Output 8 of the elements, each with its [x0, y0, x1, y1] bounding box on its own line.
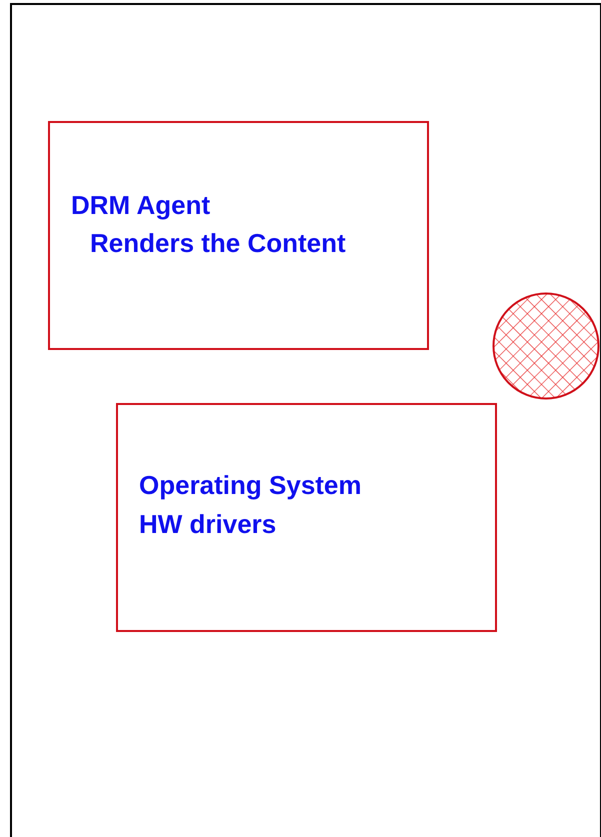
box-text: HW drivers — [139, 509, 276, 539]
box-heading: DRM Agent — [71, 190, 210, 220]
process-box — [48, 121, 429, 350]
hatched-circle — [492, 292, 600, 400]
box-heading: Operating System — [139, 470, 362, 500]
frame-box — [10, 3, 601, 837]
box-text: Renders the Content — [90, 228, 346, 258]
process-box — [116, 403, 497, 632]
